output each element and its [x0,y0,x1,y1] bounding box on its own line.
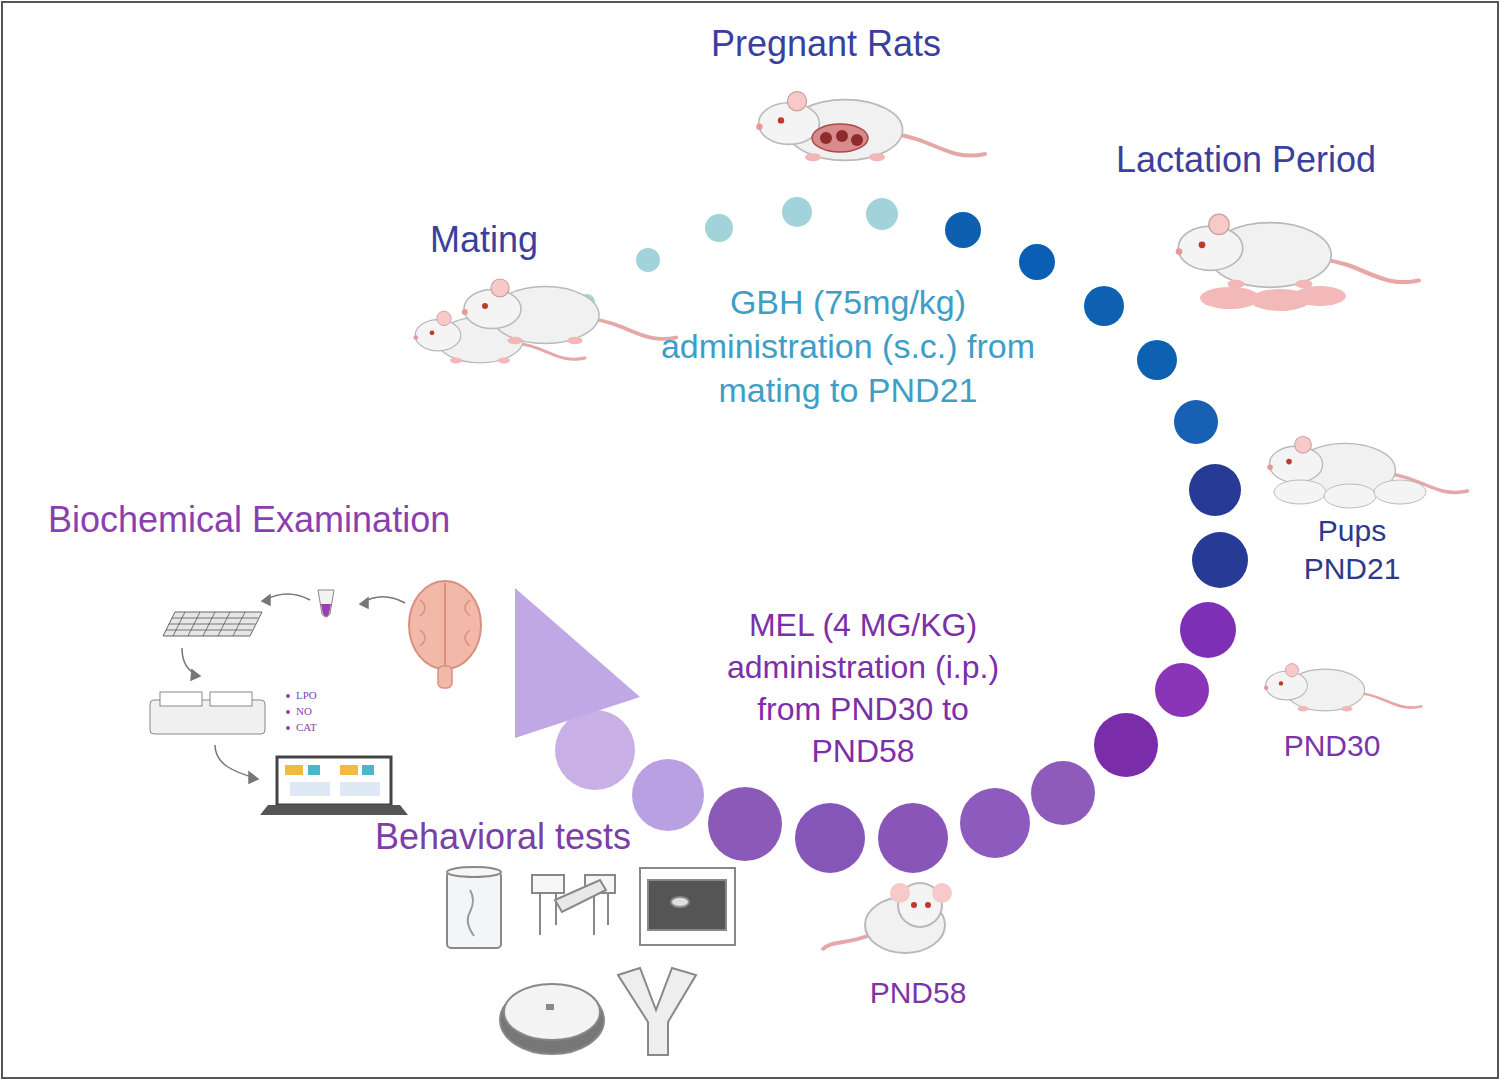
stage-label: Lactation Period [1116,138,1376,181]
pregnant-rat [756,92,985,162]
juvenile-rat [1264,664,1421,712]
age-label: Pups PND21 [1287,512,1417,588]
assay-label: LPO [296,689,317,702]
microplate [163,612,262,636]
pups-rat [1267,436,1467,508]
section-label: Behavioral tests [375,815,631,858]
behavior-apparatus [447,867,735,1055]
assay-label: NO [296,705,312,718]
timeline-dots [515,197,1248,873]
age-label: PND58 [870,975,967,1011]
mating-rats [413,279,676,363]
plate-reader [150,692,290,734]
treatment-note: MEL (4 MG/KG) administration (i.p.) from… [705,604,1021,772]
stage-label: Mating [430,218,538,261]
section-label: Biochemical Examination [48,498,450,541]
brain [409,581,481,688]
age-label: PND30 [1284,728,1381,764]
lactating-rat [1176,214,1419,311]
laptop [260,757,408,815]
stage-label: Pregnant Rats [711,22,941,65]
test-tube [318,590,334,617]
adult-rat [822,883,952,953]
treatment-note: GBH (75mg/kg) administration (s.c.) from… [658,280,1038,412]
assay-label: CAT [296,721,317,734]
